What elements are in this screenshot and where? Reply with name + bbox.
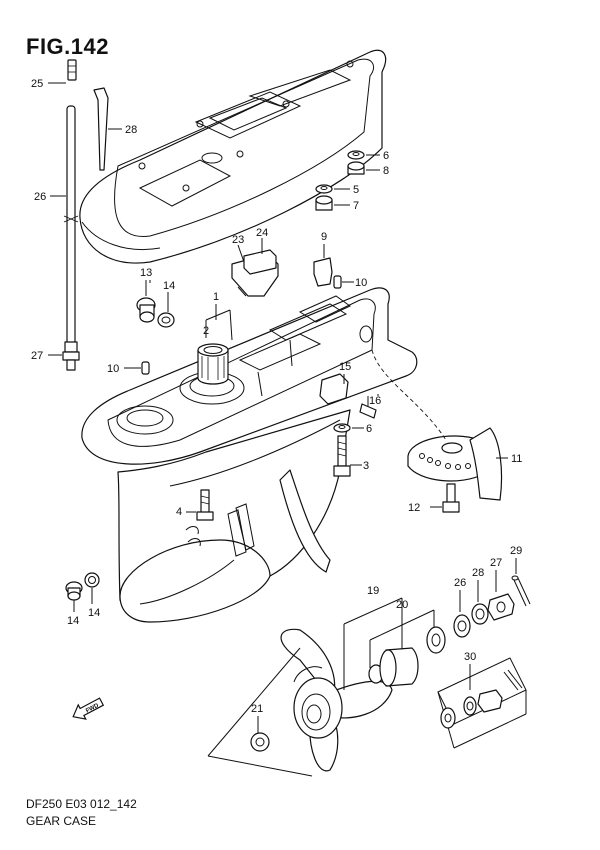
part-28-washer (471, 580, 489, 625)
callout-10-left: 10 (107, 363, 119, 375)
figure-title: FIG.142 (26, 34, 109, 59)
part-7-nut (315, 195, 350, 211)
model-code: DF250 E03 012_142 (26, 797, 137, 811)
callout-3: 3 (363, 460, 369, 472)
trim-tab-guide-line (371, 349, 447, 441)
part-8-nut (347, 161, 380, 175)
callout-19: 25 (31, 78, 43, 90)
part-13-plug-lower (65, 581, 83, 612)
part-24-thrust-hub (368, 626, 446, 687)
callout-20: 26 (34, 191, 46, 203)
part-22-clip (93, 87, 122, 171)
callout-13-upper: 13 (140, 267, 152, 279)
part-10-pin-left (124, 361, 150, 375)
callout-13-lower: 14 (67, 615, 79, 627)
callout-18: 24 (256, 227, 268, 239)
callout-6-mid: 6 (366, 423, 372, 435)
callout-6-top: 6 (383, 150, 389, 162)
callout-16: 16 (369, 395, 381, 407)
callout-labels: 25 28 26 27 6 8 5 7 23 24 9 10 13 14 1 2… (31, 78, 522, 715)
part-6-washer-mid (333, 423, 364, 433)
callout-7: 7 (353, 200, 359, 212)
callout-14-upper: 14 (163, 280, 175, 292)
callout-23: 19 (367, 585, 379, 597)
part-21-fitting (48, 341, 80, 371)
callout-10-right: 10 (355, 277, 367, 289)
callout-24: 20 (396, 599, 408, 611)
propeller (280, 628, 393, 772)
part-13-plug-upper (136, 280, 156, 323)
part-29-cotter-pin (511, 558, 531, 607)
callout-21: 27 (31, 350, 43, 362)
fwd-direction-arrow: FWD (72, 697, 105, 720)
section-name: GEAR CASE (26, 814, 97, 828)
callout-25: 21 (251, 703, 263, 715)
callout-27: 27 (490, 557, 502, 569)
part-6-washer-top (347, 150, 380, 160)
callout-9: 9 (321, 231, 327, 243)
callout-15: 15 (339, 361, 351, 373)
part-14-washer-lower (84, 572, 100, 604)
part-19-pin (48, 59, 77, 84)
callout-4: 4 (176, 506, 182, 518)
part-30-kit-box (437, 657, 527, 749)
callout-26: 26 (454, 577, 466, 589)
callout-29: 29 (510, 545, 522, 557)
part-26-washer (453, 590, 471, 638)
part-17-18-clip (231, 238, 279, 297)
part-5-washer (315, 184, 350, 194)
callout-12: 12 (408, 502, 420, 514)
part-14-washer-upper (157, 292, 175, 328)
part-4-bolt (186, 489, 214, 521)
part-12-bolt (430, 483, 460, 513)
callout-8: 8 (383, 165, 389, 177)
part-10-pin-right (333, 275, 354, 289)
callout-14-lower: 14 (88, 607, 100, 619)
callout-leaders-1-2 (149, 280, 247, 341)
callout-30: 30 (464, 651, 476, 663)
callout-5: 5 (353, 184, 359, 196)
callout-22: 28 (125, 124, 137, 136)
part-25-nut (207, 647, 313, 777)
part-16-bolt (359, 396, 377, 419)
part-11-trim-tab (407, 427, 508, 501)
part-3-bolt (333, 435, 362, 477)
part-23-bracket-lines (343, 394, 435, 690)
callout-2: 2 (203, 325, 209, 337)
callout-11: 11 (511, 453, 522, 465)
upper-cover-plate (79, 49, 387, 264)
callout-28: 28 (472, 567, 484, 579)
callout-17: 23 (232, 234, 244, 246)
lower-gear-case-housing (81, 287, 418, 623)
part-9-cap (313, 244, 333, 287)
part-15-bracket (319, 373, 349, 405)
part-27-castle-nut (487, 570, 515, 621)
part-20-rod (50, 105, 79, 345)
callout-1: 1 (213, 291, 219, 303)
